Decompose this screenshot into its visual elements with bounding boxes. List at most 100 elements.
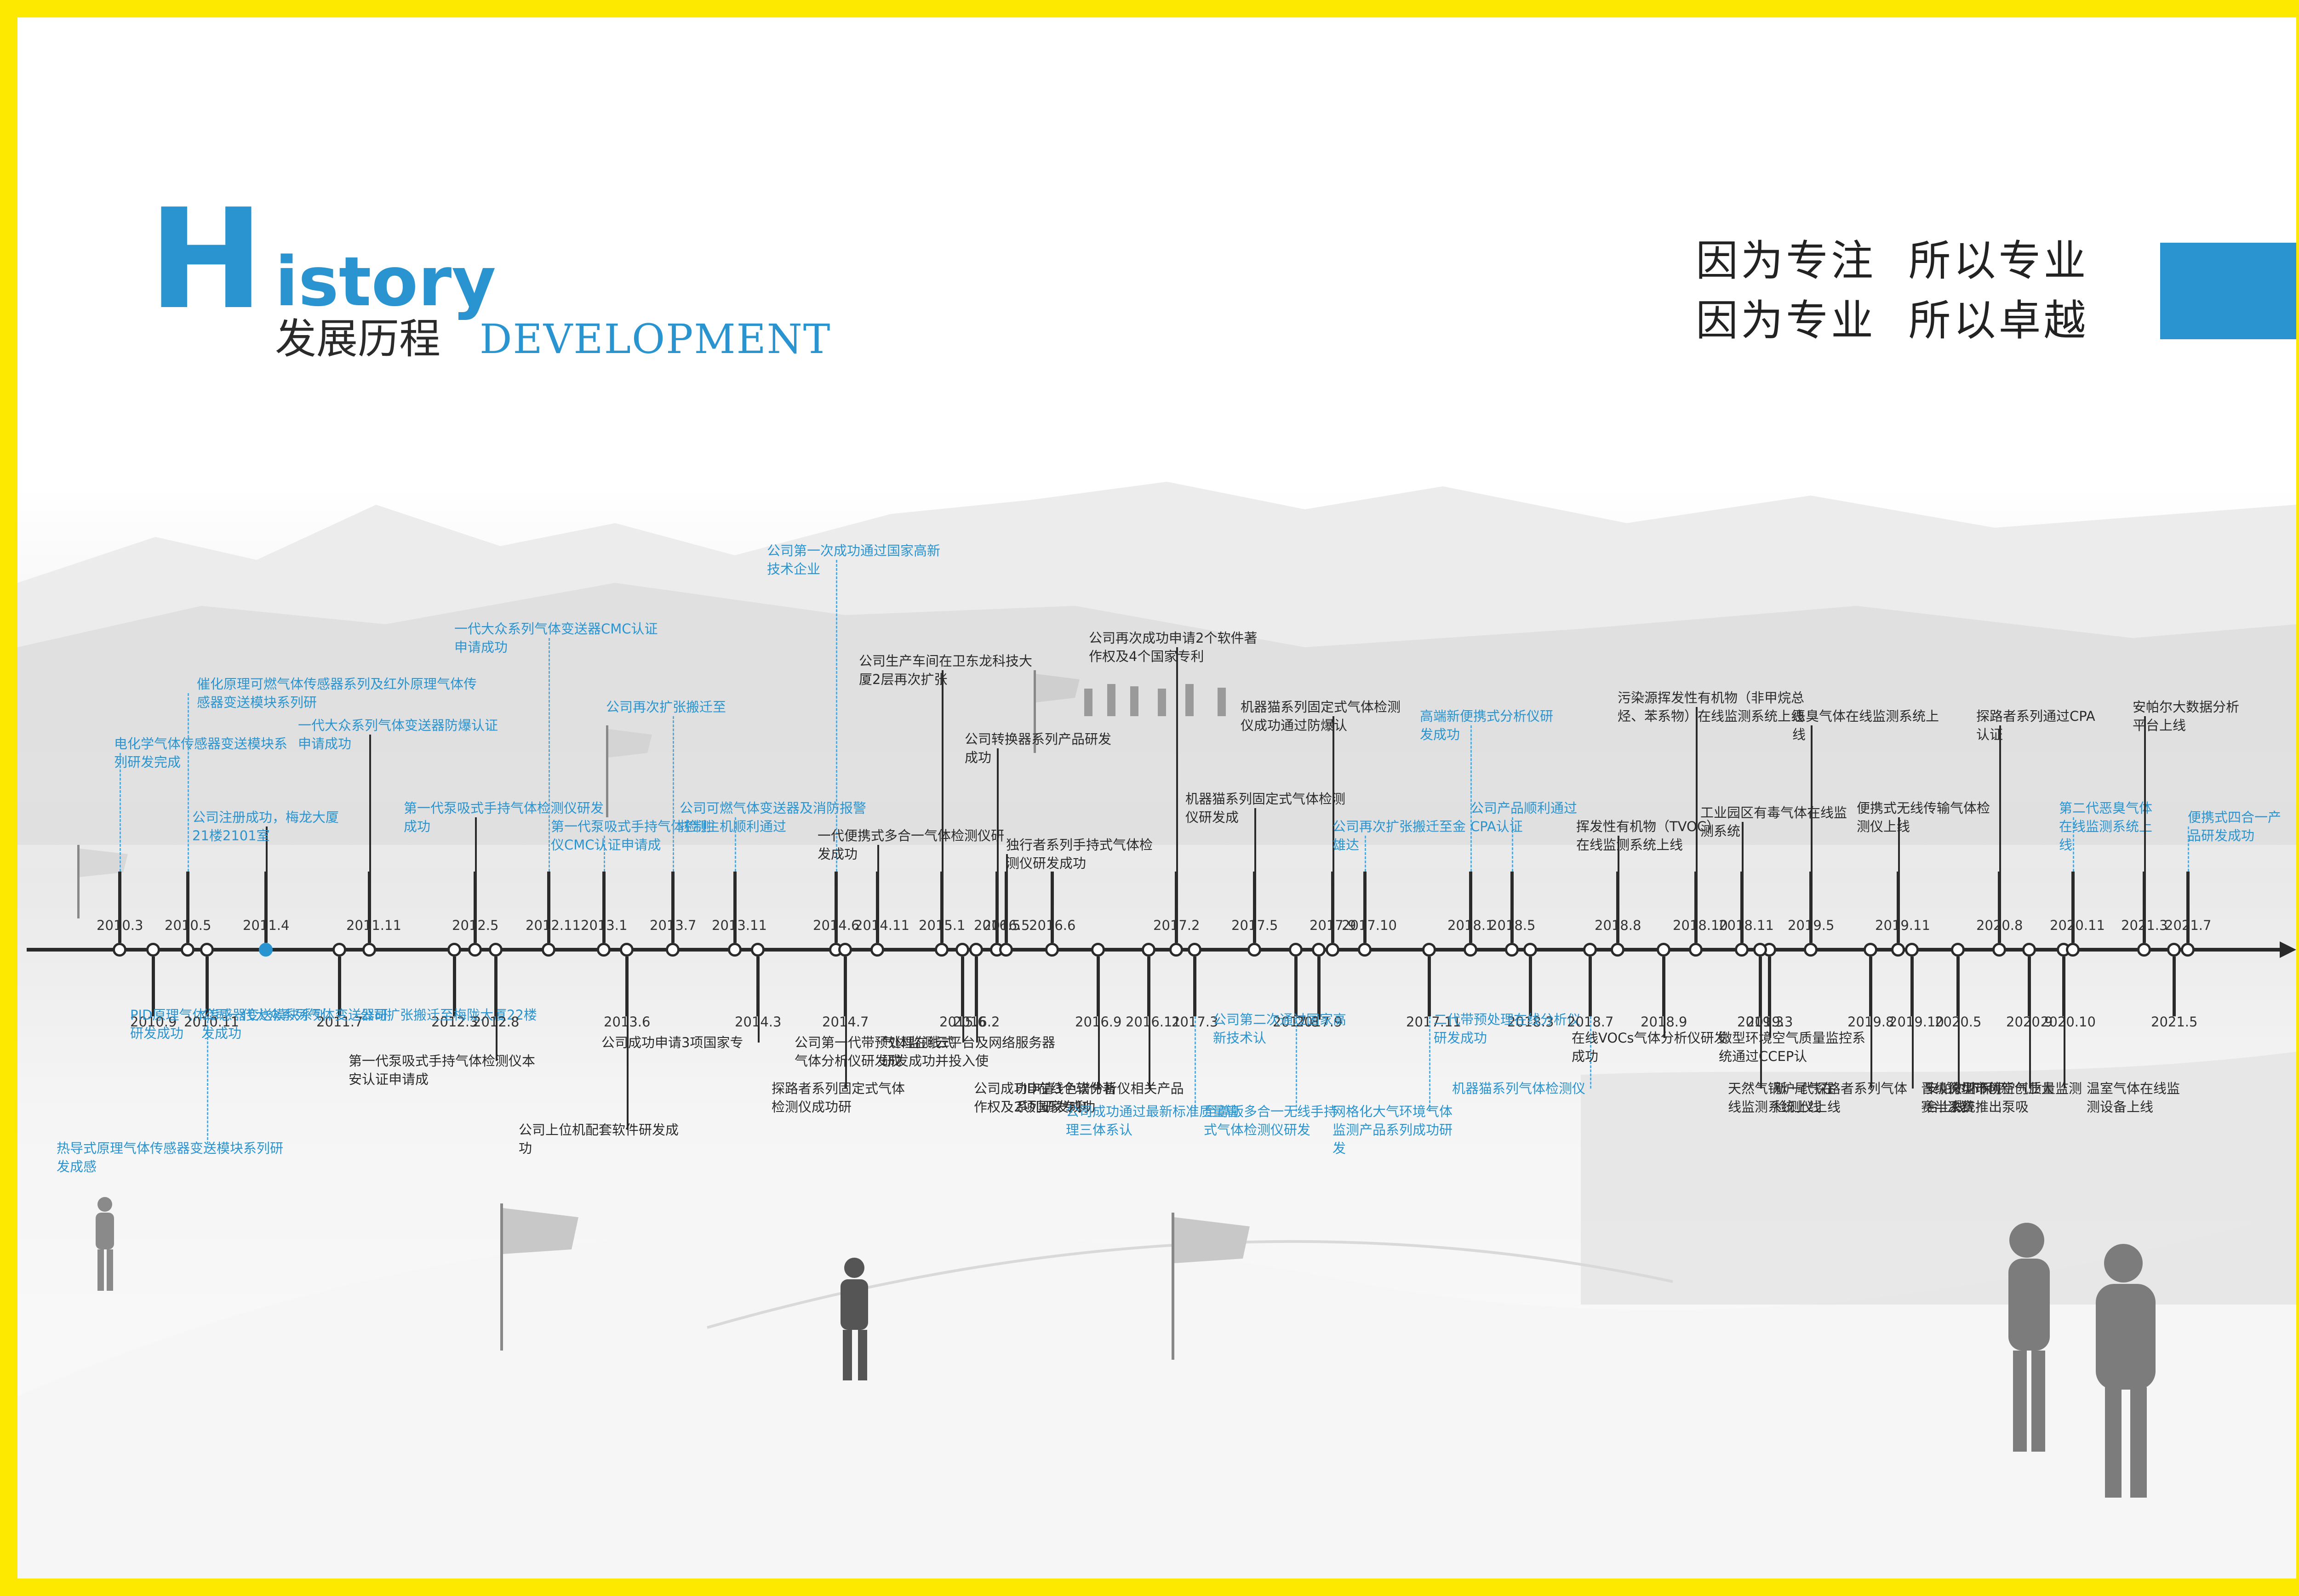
event-description: 公司再次成功申请2个软件著作权及4个国家专利	[1089, 630, 1258, 664]
event-description: 一代便携式多合一气体检测仪研发成功	[818, 828, 1005, 862]
timeline-stem	[671, 872, 675, 943]
event-date: 2013.11	[712, 918, 767, 933]
timeline-node	[2181, 943, 2195, 957]
timeline-node	[1735, 943, 1749, 957]
event-date: 2017.11	[1406, 1014, 1461, 1030]
event-date: 2017.5	[1231, 918, 1278, 933]
flag-icon	[77, 845, 128, 918]
timeline-stem	[1147, 957, 1150, 1016]
event-description: 机器猫系列气体检测仪	[1452, 1081, 1586, 1096]
event-date: 2012.3	[431, 1014, 478, 1030]
event-connector	[1149, 1016, 1150, 1089]
timeline-stem	[1005, 872, 1008, 943]
event-date: 2013.7	[650, 918, 697, 933]
slogan-line-1: 因为专注 所以专业	[1696, 236, 2089, 285]
timeline-stem	[844, 957, 847, 1016]
timeline-stem	[1694, 872, 1698, 943]
timeline-stem	[547, 872, 550, 943]
event-connector	[758, 1016, 760, 1043]
event-description: 温室气体在线监测设备上线	[2087, 1081, 2180, 1115]
timeline-node	[447, 943, 461, 957]
event-description: 公司上位机配套软件研发成功	[519, 1122, 679, 1156]
event-description: 公司转换器系列产品研发成功	[965, 731, 1112, 765]
event-connector	[962, 1016, 964, 1043]
timeline-stem	[2143, 872, 2146, 943]
event-date: 2019.5	[1788, 918, 1835, 933]
timeline-axis	[27, 948, 2289, 952]
subtitle-cn: 发展历程	[275, 315, 440, 363]
event-connector	[2029, 1016, 2031, 1089]
event-date: 2011.4	[243, 918, 290, 933]
timeline-node	[362, 943, 376, 957]
event-description: 一代大众系列气体变送器防爆认证申请成功	[298, 718, 498, 752]
event-date: 2020.8	[1976, 918, 2023, 933]
flag-icon	[500, 1203, 578, 1351]
event-date: 2018.8	[1595, 918, 1641, 933]
event-description: 恶臭气体在线监测系统上线	[1792, 708, 1939, 742]
timeline-node	[620, 943, 634, 957]
timeline-stem	[2028, 957, 2031, 1016]
timeline-node	[1326, 943, 1339, 957]
event-description: 高端新便携式分析仪研发成功	[1420, 708, 1554, 742]
event-connector	[1176, 647, 1178, 872]
event-date: 2017.9	[1310, 918, 1356, 933]
event-description: 污染源挥发性有机物（非甲烷总烃、苯系物）在线监测系统上线	[1618, 690, 1805, 724]
title-word: istory	[275, 242, 496, 321]
event-date: 2016.5	[983, 918, 1030, 933]
timeline-node	[489, 943, 503, 957]
event-connector	[1333, 716, 1334, 872]
timeline-stem	[1616, 872, 1619, 943]
event-connector	[627, 1016, 629, 1130]
event-description: 公司一代大众系列气体变送器研发成功	[201, 1007, 389, 1041]
timeline-stem	[756, 957, 760, 1016]
timeline-node	[1905, 943, 1919, 957]
timeline-node	[1505, 943, 1519, 957]
timeline-node	[1358, 943, 1372, 957]
timeline-stem	[940, 872, 944, 943]
event-connector	[1006, 854, 1008, 872]
event-connector	[1470, 725, 1472, 872]
event-date: 2011.7	[316, 1014, 363, 1030]
timeline-stem	[2173, 957, 2176, 1016]
event-date: 2020.11	[2050, 918, 2105, 933]
event-date: 2018.10	[1673, 918, 1728, 933]
event-description: 电化学气体传感器变送模块系列研发完成	[114, 736, 288, 770]
event-date: 2021.3	[2121, 918, 2168, 933]
event-description: 天然气锅炉尾气在线监测系统上线	[1728, 1081, 1835, 1115]
timeline-node	[1689, 943, 1703, 957]
timeline-node	[935, 943, 949, 957]
timeline-stem	[995, 872, 999, 943]
title-initial: H	[149, 179, 264, 340]
timeline-node	[955, 943, 969, 957]
event-date: 2021.7	[2165, 918, 2212, 933]
timeline-stem	[1428, 957, 1431, 1016]
event-connector	[1618, 836, 1619, 872]
event-description: 热导式原理气体传感器变送模块系列研发成感	[57, 1140, 284, 1174]
event-connector	[1811, 725, 1813, 872]
event-description: 公司第一代带预处理在线式气体分析仪研发成	[795, 1035, 955, 1069]
timeline-node	[181, 943, 194, 957]
timeline-stem	[1910, 957, 1914, 1016]
timeline-stem	[1998, 872, 2001, 943]
event-connector	[1254, 808, 1256, 872]
event-connector	[1512, 817, 1513, 872]
event-connector	[1098, 1016, 1100, 1089]
event-connector	[475, 817, 477, 872]
timeline-node	[1804, 943, 1818, 957]
timeline-stem	[186, 872, 189, 943]
event-connector	[1590, 1016, 1591, 1089]
event-description: 公司第二次通过国家高新技术认	[1213, 1012, 1347, 1046]
timeline-stem	[975, 957, 978, 1016]
event-description: 催化原理可燃气体传感器系列及红外原理气体传感器变送模块系列研	[197, 676, 477, 710]
timeline-node	[1992, 943, 2006, 957]
timeline-stem	[1253, 872, 1256, 943]
timeline-stem	[1363, 872, 1367, 943]
event-connector	[549, 638, 550, 872]
event-date: 2019.11	[1875, 918, 1930, 933]
timeline-stem	[152, 957, 155, 1016]
event-connector	[1530, 1016, 1532, 1020]
timeline-stem	[1331, 872, 1334, 943]
timeline-node	[969, 943, 983, 957]
timeline-node	[999, 943, 1013, 957]
mountain-backdrop	[17, 482, 2296, 1579]
